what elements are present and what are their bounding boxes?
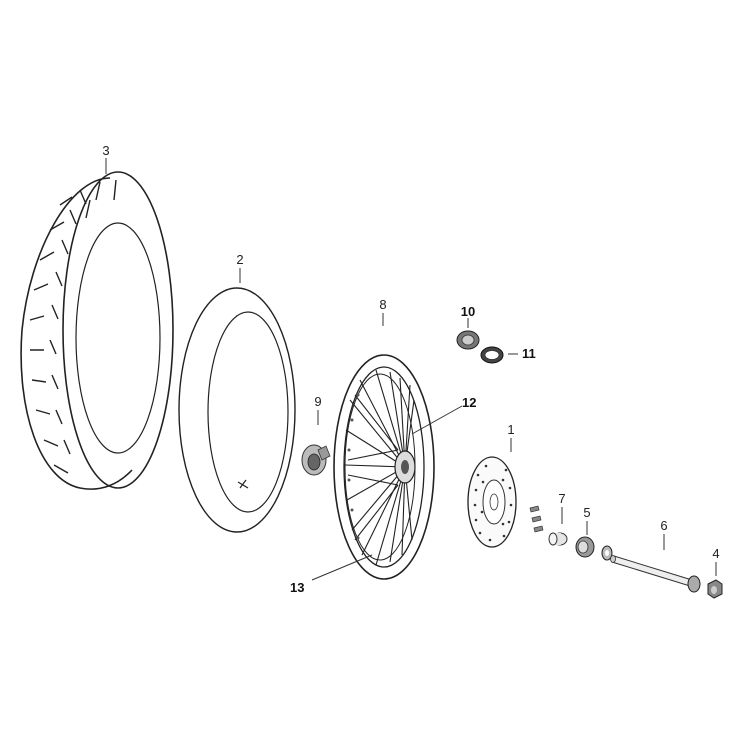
speedometer-drive [301,444,331,476]
callout-5: 5 [583,505,590,520]
inner-tube [178,287,296,533]
spoked-wheel-rim [333,354,435,580]
leader-12 [411,405,463,435]
leader-13 [311,554,373,581]
callout-9: 9 [314,394,321,409]
callout-11: 11 [522,346,536,361]
brake-disc [467,456,517,548]
callout-7: 7 [558,491,565,506]
callout-8: 8 [379,297,386,312]
bearing [456,330,480,350]
callout-4: 4 [712,546,719,561]
washer [601,545,613,561]
axle [610,555,701,593]
collar [575,536,595,558]
oil-seal [480,346,504,364]
callout-12: 12 [462,395,476,410]
callout-10: 10 [461,304,475,319]
callout-2: 2 [236,252,243,267]
spacer [548,532,568,546]
tire [20,171,174,490]
callout-13: 13 [290,580,304,595]
callout-3: 3 [102,143,109,158]
callout-6: 6 [660,518,667,533]
axle-nut [707,579,723,599]
callout-1: 1 [507,422,514,437]
disc-bolts [529,505,544,533]
